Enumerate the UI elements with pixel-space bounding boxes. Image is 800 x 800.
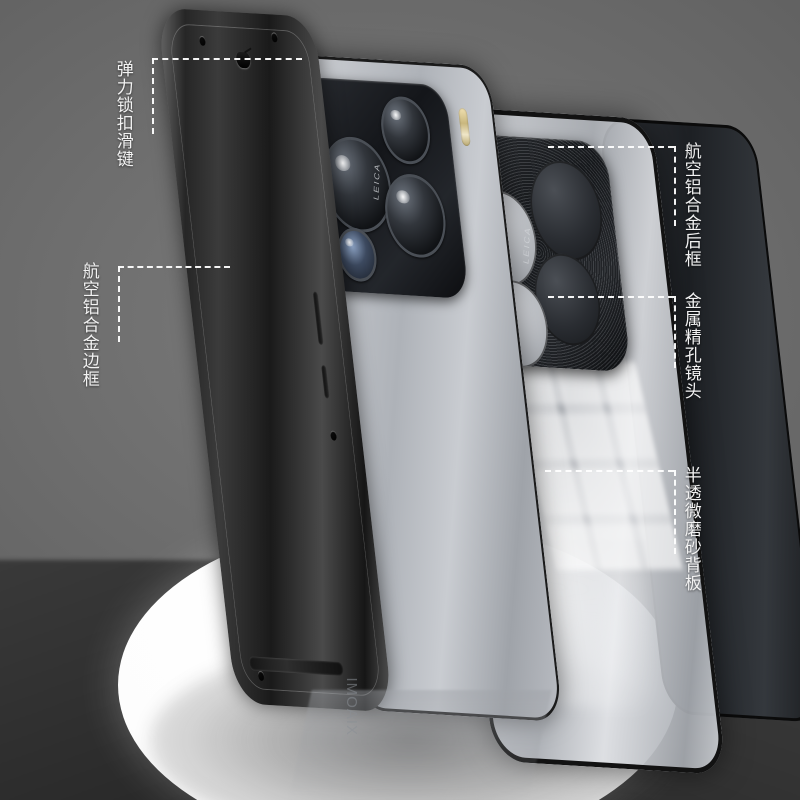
lens-cutout-2: [525, 158, 608, 263]
xiaomi-wordmark-reflection: XIAOMI: [343, 676, 360, 735]
callout-label-5: 半透微磨砂背板: [680, 466, 701, 592]
leader-line-5-h: [545, 470, 674, 472]
callout-metal-lens: 金属精孔镜头: [680, 292, 701, 400]
leica-wordmark-case: LEICA: [522, 225, 533, 266]
callout-aluminum-side-frame: 航空铝合金边框: [78, 262, 99, 388]
callout-label-4: 金属精孔镜头: [680, 292, 701, 400]
leica-wordmark-phone: LEICA: [372, 161, 382, 202]
callout-aluminum-rear-frame: 航空铝合金后框: [680, 142, 701, 268]
leader-line-3-h: [548, 146, 674, 148]
leader-line-2-h: [118, 266, 230, 268]
callout-label-2: 航空铝合金边框: [78, 262, 99, 388]
leader-line-5-v: [674, 470, 676, 554]
leader-line-4-v: [674, 296, 676, 368]
callout-label-3: 航空铝合金后框: [680, 142, 701, 268]
callout-frosted-back-panel: 半透微磨砂背板: [680, 466, 701, 592]
leader-line-3-v: [674, 146, 676, 226]
leader-line-2-v: [118, 266, 120, 342]
led-flash-array: [458, 107, 471, 147]
callout-elastic-lock-slider: 弹力锁扣滑键: [112, 60, 133, 168]
ultrawide-lens: [377, 95, 434, 166]
platform-reflection: [288, 690, 552, 800]
leader-line-1-v: [152, 58, 154, 134]
telephoto-lens: [380, 172, 450, 260]
leader-line-4-h: [548, 296, 674, 298]
leader-line-1-h: [152, 58, 302, 60]
callout-label-1: 弹力锁扣滑键: [112, 60, 133, 168]
